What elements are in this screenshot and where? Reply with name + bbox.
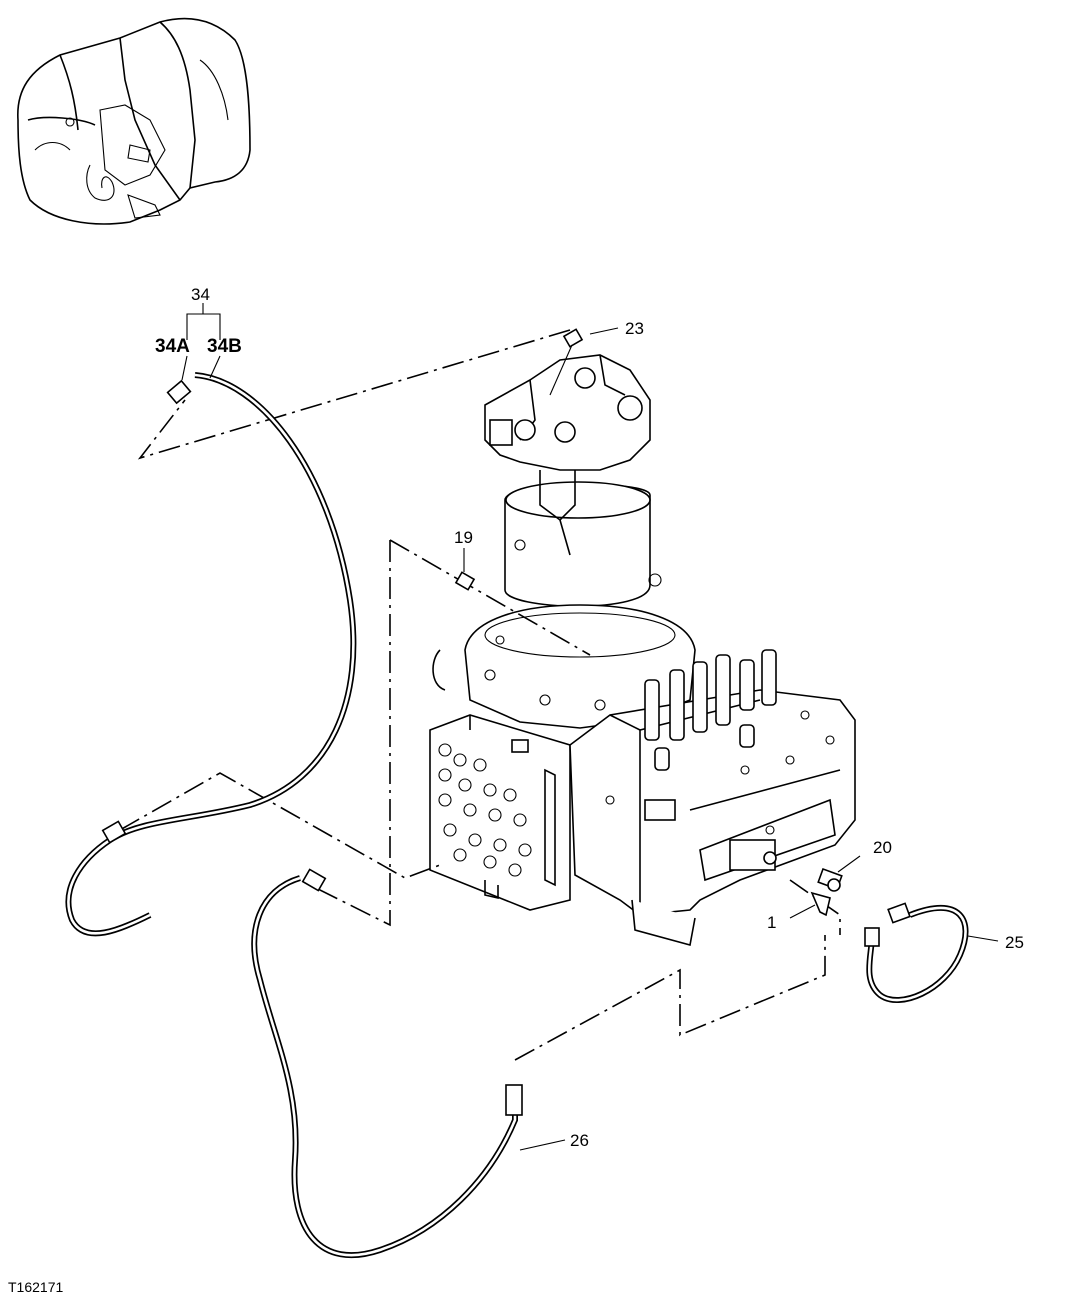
callout-34a: 34A <box>155 336 190 357</box>
callout-19: 19 <box>454 528 473 547</box>
hydraulic-pump-assembly <box>432 354 696 729</box>
fitting-20 <box>817 867 843 892</box>
fitting-23 <box>549 328 584 396</box>
valve-fittings <box>438 743 532 877</box>
hose-26 <box>251 868 523 1258</box>
connection-paths <box>119 329 841 1061</box>
callout-26: 26 <box>570 1131 589 1150</box>
control-valve-assembly <box>429 649 856 947</box>
hose-34 <box>65 372 357 937</box>
leader-lines <box>181 303 999 1151</box>
callout-20: 20 <box>873 838 892 857</box>
machine-locator-inset <box>17 17 251 225</box>
fitting-19 <box>454 571 476 591</box>
callout-34: 34 <box>191 285 210 304</box>
callout-1: 1 <box>767 913 776 932</box>
figure-code: T162171 <box>8 1279 63 1295</box>
fitting-1 <box>810 891 831 917</box>
callout-23: 23 <box>625 319 644 338</box>
hose-25 <box>864 902 969 1003</box>
callout-labels: 23 19 20 1 25 26 34 34A 34B <box>155 285 1024 1150</box>
callout-34b: 34B <box>207 336 242 357</box>
callout-25: 25 <box>1005 933 1024 952</box>
spool-caps <box>644 649 777 771</box>
